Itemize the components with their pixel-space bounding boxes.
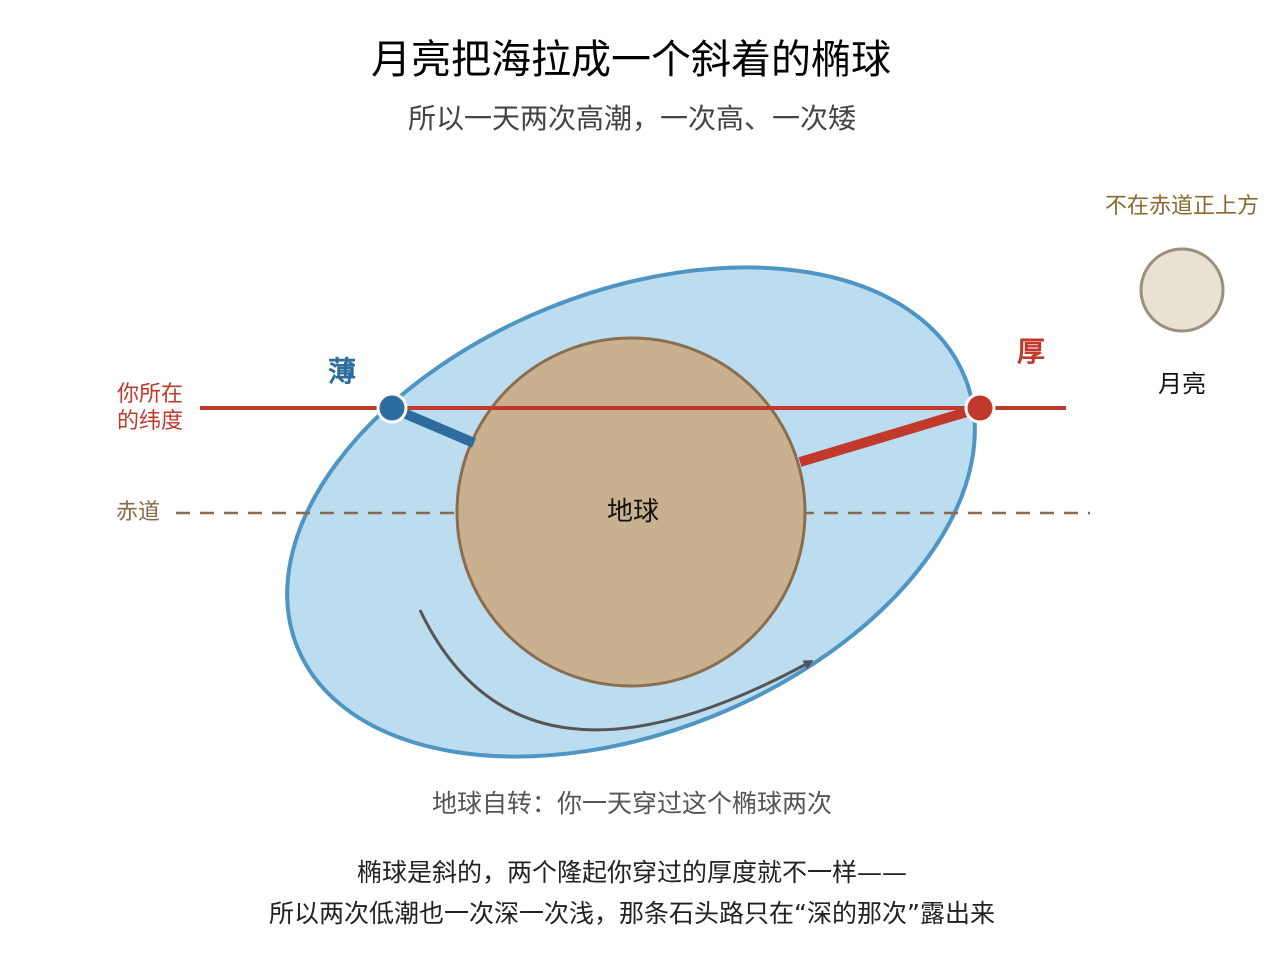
rotation-caption: 地球自转：你一天穿过这个椭球两次 bbox=[432, 789, 832, 818]
earth-circle bbox=[455, 336, 807, 688]
latitude-label-line2: 的纬度 bbox=[117, 409, 183, 434]
page-subtitle: 所以一天两次高潮，一次高、一次矮 bbox=[408, 102, 856, 135]
latitude-label-line1: 你所在 bbox=[117, 382, 183, 407]
thick-point bbox=[964, 392, 996, 424]
curved-arrow-icon bbox=[418, 609, 814, 732]
moon-position-note: 不在赤道正上方 bbox=[1105, 194, 1259, 219]
thick-depth-bar bbox=[798, 403, 982, 467]
equator-label: 赤道 bbox=[116, 500, 160, 525]
page-title: 月亮把海拉成一个斜着的椭球 bbox=[371, 37, 891, 83]
thin-label: 薄 bbox=[328, 355, 356, 388]
thin-point bbox=[376, 392, 408, 424]
moon-label: 月亮 bbox=[1158, 370, 1206, 398]
earth-label: 地球 bbox=[607, 497, 659, 527]
thick-label: 厚 bbox=[1017, 335, 1045, 368]
moon-circle-icon bbox=[1139, 247, 1225, 333]
footer-line2: 所以两次低潮也一次深一次浅，那条石头路只在“深的那次”露出来 bbox=[269, 899, 995, 928]
footer-line1: 椭球是斜的，两个隆起你穿过的厚度就不一样—— bbox=[357, 858, 907, 887]
